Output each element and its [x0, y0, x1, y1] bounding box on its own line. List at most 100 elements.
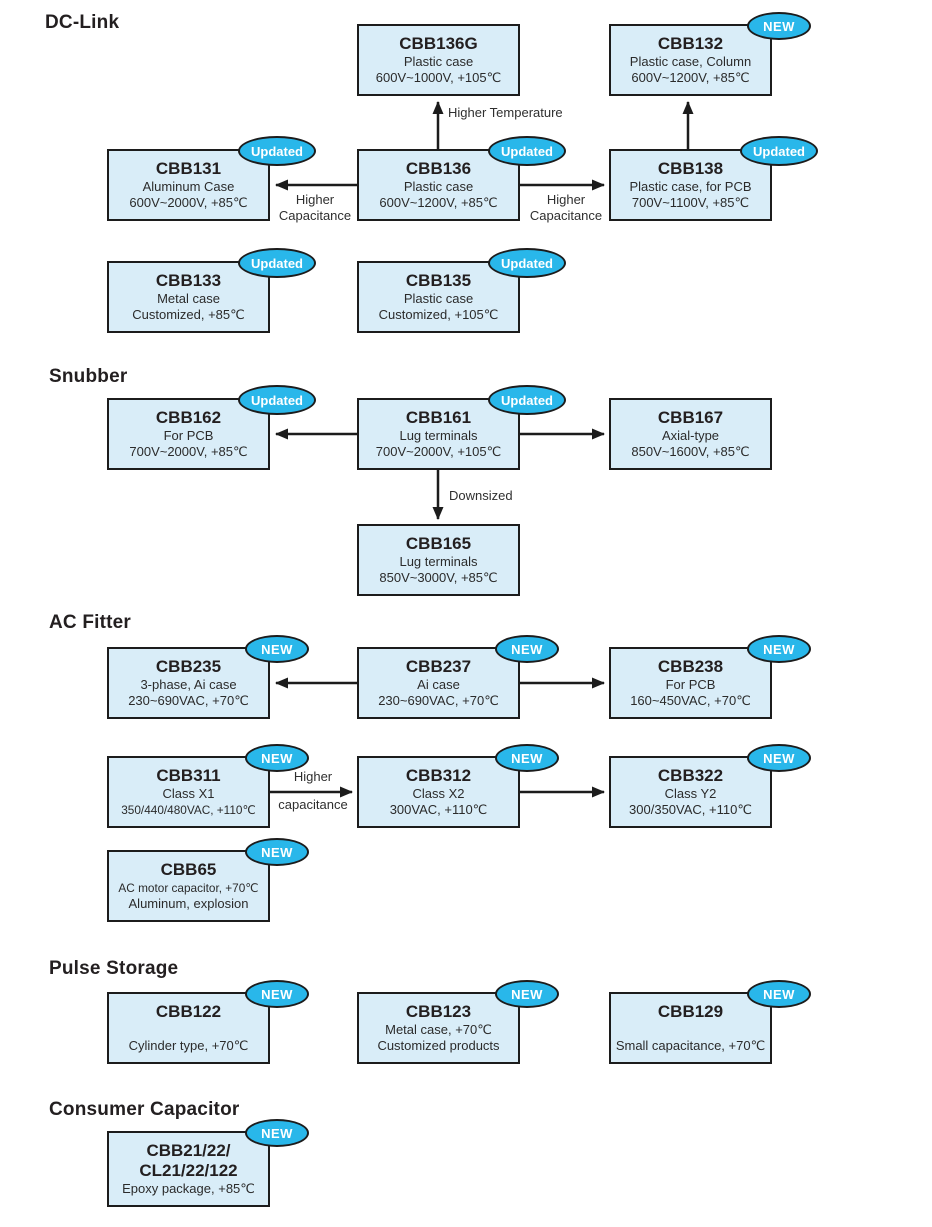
section-title-snubber: Snubber: [49, 366, 128, 387]
new-badge: NEW: [245, 744, 309, 772]
product-spec: Epoxy package, +85℃: [122, 1180, 255, 1196]
product-spec: 850V~1600V, +85℃: [631, 444, 750, 459]
product-desc: Ai case: [417, 676, 460, 692]
product-spec: Customized products: [377, 1038, 500, 1053]
product-box-cbb129: NEW CBB129 Small capacitance, +70℃: [609, 980, 811, 1064]
product-title: CBB65: [160, 859, 217, 879]
product-title: CBB138: [657, 158, 724, 178]
product-title: CBB312: [405, 765, 472, 785]
new-badge: NEW: [747, 635, 811, 663]
section-title-ac-fitter: AC Fitter: [49, 612, 132, 633]
product-desc: Class Y2: [664, 785, 717, 801]
product-title: CBB122: [155, 1001, 222, 1021]
product-title: CBB238: [657, 656, 724, 676]
product-title: CBB162: [155, 407, 222, 427]
product-box-cbb311: NEW CBB311 Class X1 350/440/480VAC, +110…: [107, 744, 309, 828]
product-spec: 600V~1000V, +105℃: [375, 70, 502, 85]
product-title: CBB136G: [399, 33, 478, 53]
arrow-label-line: Capacitance: [529, 208, 603, 223]
arrow-label-higher-capacitance-left: Higher Capacitance: [270, 192, 360, 224]
product-spec: 160~450VAC, +70℃: [630, 693, 751, 708]
product-spec: 300VAC, +110℃: [389, 802, 488, 817]
product-desc: Plastic case, Column: [629, 53, 752, 69]
updated-badge: Updated: [238, 248, 316, 278]
product-desc: Axial-type: [661, 427, 720, 443]
product-box-cbb21-22-cl21-22-122: NEW CBB21/22/ CL21/22/122 Epoxy package,…: [107, 1119, 309, 1207]
product-title: CBB311: [156, 765, 221, 785]
product-title: CBB135: [405, 270, 472, 290]
product-title: CBB165: [405, 533, 472, 553]
product-box-cbb312: NEW CBB312 Class X2 300VAC, +110℃: [357, 744, 559, 828]
product-title: CBB129: [657, 1001, 724, 1021]
product-title: CBB133: [155, 270, 222, 290]
arrow-label-line: Higher: [546, 192, 586, 207]
product-desc: Lug terminals: [399, 427, 478, 443]
product-desc: Class X2: [412, 785, 465, 801]
product-title: CBB123: [405, 1001, 472, 1021]
arrow-label-line: Higher: [295, 192, 335, 207]
product-spec: Small capacitance, +70℃: [615, 1037, 766, 1053]
product-spec: Customized, +85℃: [132, 307, 245, 322]
product-desc: Class X1: [162, 785, 215, 801]
product-desc: 3-phase, Ai case: [140, 676, 237, 692]
section-title-consumer-capacitor: Consumer Capacitor: [49, 1099, 240, 1120]
product-spec: 350/440/480VAC, +110℃: [121, 803, 256, 817]
product-desc: Metal case, +70℃: [385, 1021, 492, 1037]
product-box-cbb165: CBB165 Lug terminals 850V~3000V, +85℃: [357, 524, 520, 596]
product-desc: For PCB: [665, 676, 716, 692]
product-box-cbb132: NEW CBB132 Plastic case, Column 600V~120…: [609, 12, 811, 96]
section-title-dc-link: DC-Link: [45, 12, 120, 33]
product-title-line2: CL21/22/122: [139, 1160, 238, 1180]
product-spec: 300/350VAC, +110℃: [629, 802, 752, 817]
product-desc: Plastic case: [403, 53, 474, 69]
new-badge: NEW: [245, 635, 309, 663]
product-box-cbb136g: CBB136G Plastic case 600V~1000V, +105℃: [357, 24, 520, 96]
product-title: CBB322: [657, 765, 724, 785]
product-spec: 600V~1200V, +85℃: [379, 195, 498, 210]
updated-badge: Updated: [238, 385, 316, 415]
new-badge: NEW: [747, 744, 811, 772]
arrow-label-higher-capacitance-right: Higher Capacitance: [521, 192, 611, 224]
new-badge: NEW: [495, 980, 559, 1008]
product-box-cbb237: NEW CBB237 Ai case 230~690VAC, +70℃: [357, 635, 559, 719]
new-badge: NEW: [747, 12, 811, 40]
product-box-cbb238: NEW CBB238 For PCB 160~450VAC, +70℃: [609, 635, 811, 719]
new-badge: NEW: [245, 838, 309, 866]
product-desc: Plastic case, for PCB: [629, 178, 752, 194]
updated-badge: Updated: [488, 136, 566, 166]
product-title: CBB136: [405, 158, 472, 178]
product-spec: Cylinder type, +70℃: [128, 1037, 249, 1053]
updated-badge: Updated: [238, 136, 316, 166]
product-box-cbb235: NEW CBB235 3-phase, Ai case 230~690VAC, …: [107, 635, 309, 719]
product-box-cbb161: Updated CBB161 Lug terminals 700V~2000V,…: [357, 385, 566, 470]
new-badge: NEW: [495, 635, 559, 663]
product-box-cbb65: NEW CBB65 AC motor capacitor, +70℃ Alumi…: [107, 838, 309, 922]
product-desc: Metal case: [157, 290, 220, 306]
new-badge: NEW: [245, 980, 309, 1008]
new-badge: NEW: [495, 744, 559, 772]
product-spec: 600V~2000V, +85℃: [129, 195, 248, 210]
product-title: CBB132: [657, 33, 724, 53]
product-desc: AC motor capacitor, +70℃: [118, 880, 259, 895]
product-box-cbb133: Updated CBB133 Metal case Customized, +8…: [107, 248, 316, 333]
product-spec: 230~690VAC, +70℃: [128, 693, 249, 708]
product-box-cbb135: Updated CBB135 Plastic case Customized, …: [357, 248, 566, 333]
product-title: CBB161: [405, 407, 472, 427]
product-title: CBB235: [155, 656, 222, 676]
product-desc: Plastic case: [403, 178, 474, 194]
arrow-label-higher-capacitance-x1x2-top: Higher: [293, 769, 333, 784]
arrow-label-line: Capacitance: [278, 208, 352, 223]
product-desc: Lug terminals: [399, 553, 478, 569]
arrow-label-higher-capacitance-x1x2-bottom: capacitance: [278, 797, 348, 812]
product-spec: 230~690VAC, +70℃: [378, 693, 499, 708]
updated-badge: Updated: [488, 385, 566, 415]
product-spec: 600V~1200V, +85℃: [631, 70, 750, 85]
product-title: CBB21/22/: [146, 1140, 231, 1160]
product-spec: 700V~2000V, +105℃: [375, 444, 502, 459]
product-box-cbb123: NEW CBB123 Metal case, +70℃ Customized p…: [357, 980, 559, 1064]
section-title-pulse-storage: Pulse Storage: [49, 958, 179, 979]
arrow-label-downsized: Downsized: [449, 488, 513, 503]
product-box-cbb322: NEW CBB322 Class Y2 300/350VAC, +110℃: [609, 744, 811, 828]
